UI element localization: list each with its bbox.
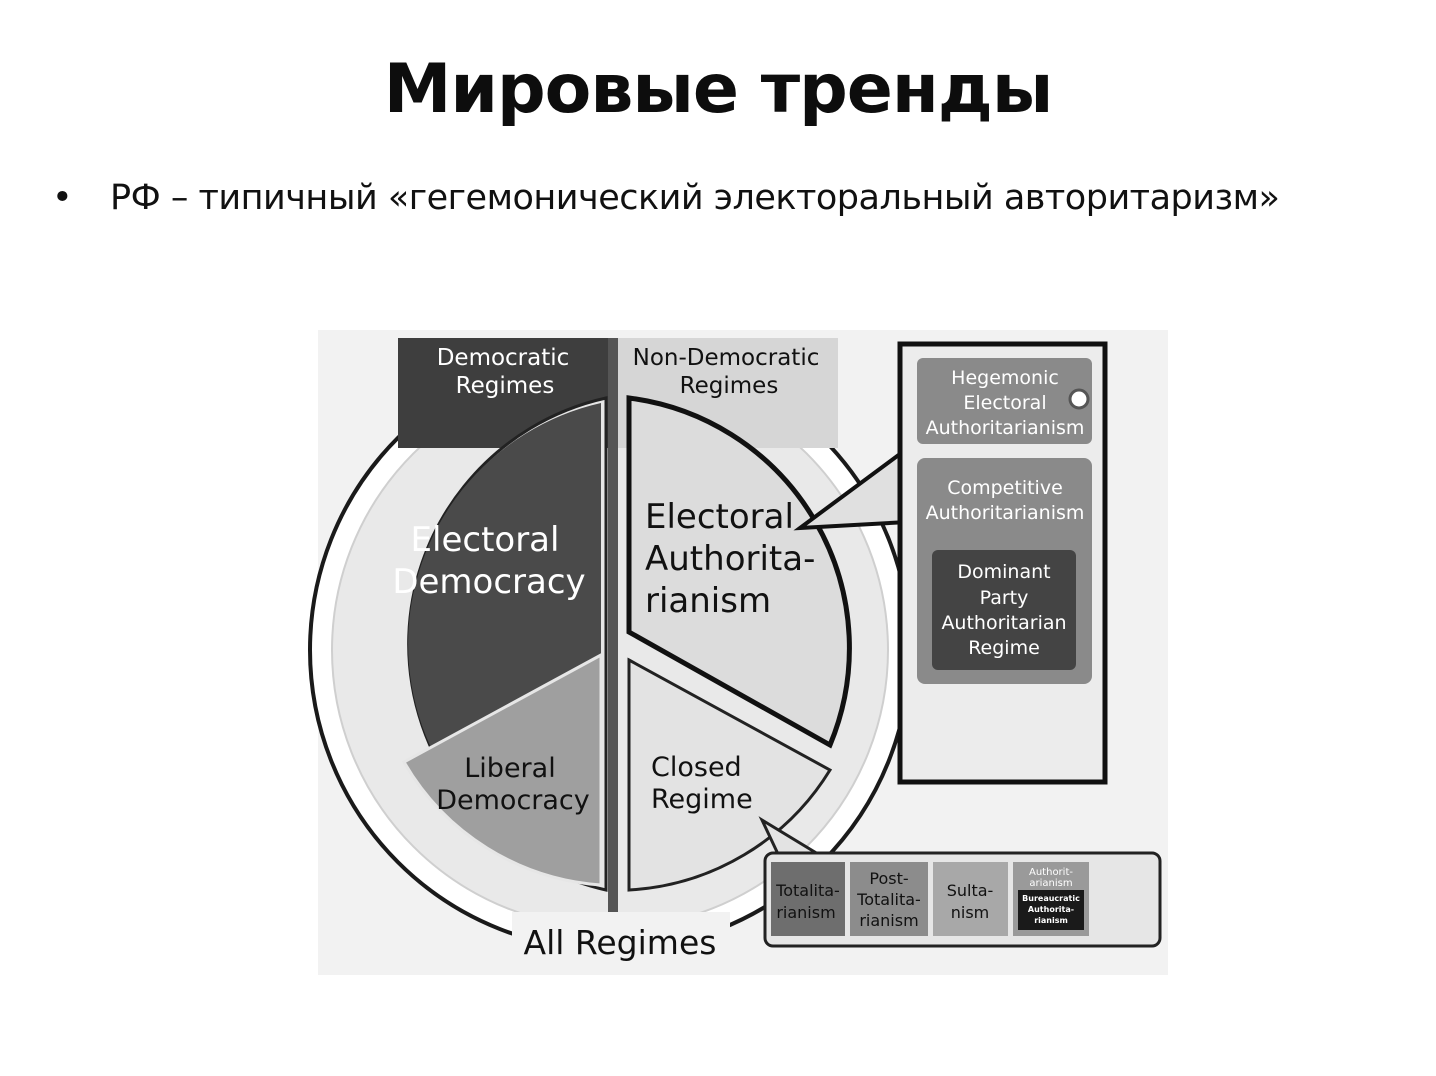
liberal-democracy-segment	[401, 652, 603, 887]
totalitarianism-line-1: Totalita-	[775, 881, 840, 900]
hegemonic-box	[917, 358, 1092, 444]
competitive-line-2: Authoritarianism	[926, 502, 1085, 524]
electoral-authoritarianism-line-1: Electoral	[645, 497, 794, 537]
hegemonic-line-1: Hegemonic	[951, 367, 1059, 389]
dominant-party-line-4: Regime	[968, 637, 1040, 659]
closed-regime-line-2: Regime	[651, 784, 753, 815]
authoritarianism-line-1: Authorit-	[1029, 867, 1073, 878]
post-totalitarianism-line-2: Totalita-	[856, 890, 921, 909]
dominant-party-box	[932, 550, 1076, 670]
democratic-header-line-2: Regimes	[456, 373, 555, 399]
electoral-authoritarianism-line-3: rianism	[645, 581, 771, 621]
post-totalitarianism-box	[850, 862, 928, 936]
electoral-authoritarianism-line-2: Authorita-	[645, 539, 815, 579]
dominant-party-line-3: Authoritarian	[941, 612, 1066, 634]
bullet-text: РФ – типичный «гегемонический электораль…	[110, 178, 1280, 218]
democratic-header-line-1: Democratic	[437, 345, 570, 371]
bureaucratic-line-1: Bureaucratic	[1022, 894, 1080, 903]
non-democratic-header-line-2: Regimes	[680, 373, 779, 399]
post-totalitarianism-line-3: rianism	[859, 911, 918, 930]
electoral-authoritarianism-segment	[626, 395, 852, 749]
page-title: Мировые тренды	[383, 50, 1054, 129]
closed-regime-line-1: Closed	[651, 752, 742, 783]
dominant-party-line-1: Dominant	[957, 561, 1050, 583]
electoral-democracy-line-2: Democracy	[392, 562, 585, 602]
electoral-democracy-line-1: Electoral	[411, 520, 560, 560]
totalitarianism-line-2: rianism	[776, 903, 835, 922]
sultanism-line-2: nism	[951, 903, 990, 922]
bureaucratic-line-2: Authorita-	[1028, 905, 1074, 914]
closed-regime-segment	[627, 657, 833, 892]
center-divider	[608, 338, 618, 913]
authoritarianism-line-2: arianism	[1029, 878, 1072, 889]
sultanism-line-1: Sulta-	[947, 881, 994, 900]
sultanism-box	[933, 862, 1008, 936]
competitive-line-1: Competitive	[947, 477, 1063, 499]
bullet-point: • РФ – типичный «гегемонический электора…	[52, 178, 1422, 234]
marker-dot-icon	[1068, 388, 1090, 410]
totalitarianism-box	[771, 862, 845, 936]
post-totalitarianism-line-1: Post-	[869, 869, 908, 888]
all-regimes-label-bg	[512, 912, 730, 970]
bureaucratic-box	[1018, 890, 1084, 930]
hegemonic-line-2: Electoral	[963, 392, 1046, 414]
bullet-marker: •	[52, 178, 73, 218]
bureaucratic-line-3: rianism	[1034, 916, 1068, 925]
hegemonic-line-3: Authoritarianism	[926, 417, 1085, 439]
non-democratic-header-line-1: Non-Democratic	[633, 345, 820, 371]
liberal-democracy-line-2: Democracy	[436, 785, 590, 816]
liberal-democracy-line-1: Liberal	[464, 753, 555, 784]
dominant-party-line-2: Party	[980, 587, 1029, 609]
all-regimes-label: All Regimes	[524, 923, 717, 962]
